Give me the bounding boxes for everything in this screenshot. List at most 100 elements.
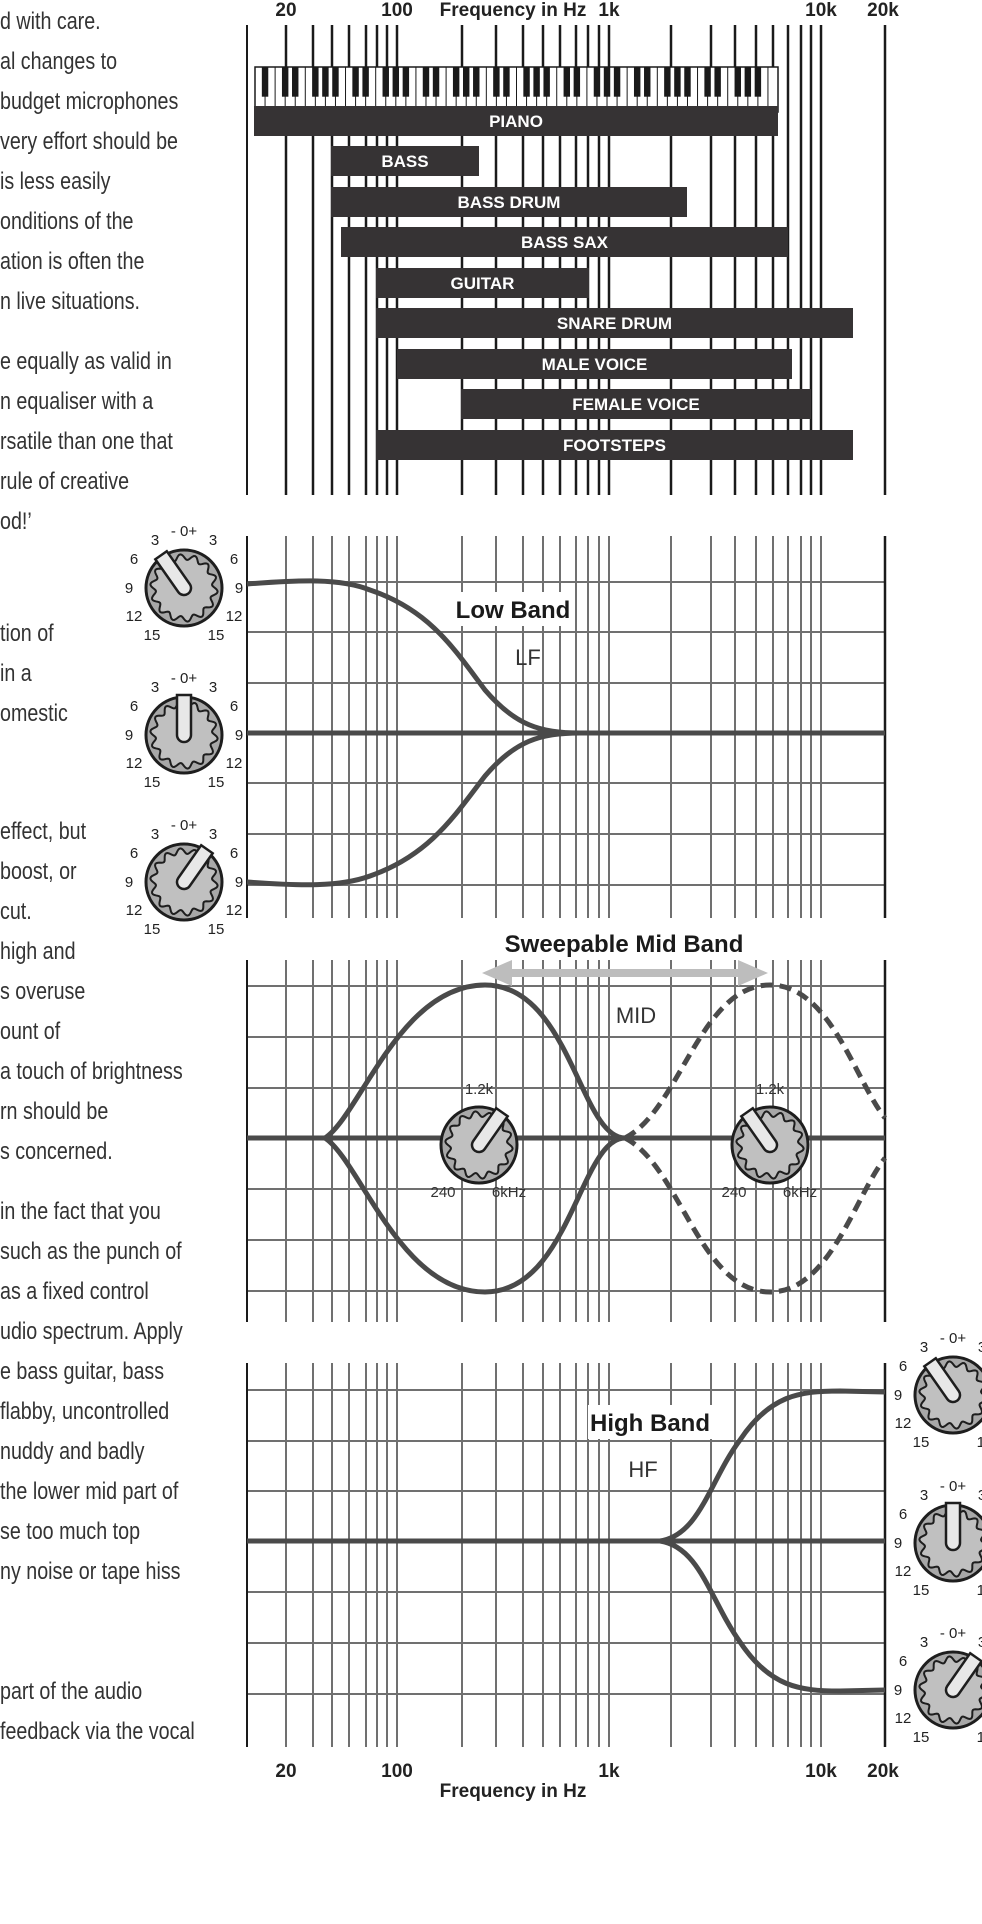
instrument-bar-label: FOOTSTEPS	[563, 436, 666, 455]
instrument-bar-label: BASS DRUM	[458, 193, 561, 212]
knob-scale-label: - 0+	[171, 817, 198, 834]
body-text-line: e bass guitar, bass	[0, 1358, 165, 1385]
knob-pointer	[153, 549, 193, 597]
knob-scale-label: 15	[977, 1729, 982, 1746]
instrument-bar: MALE VOICE	[397, 349, 792, 379]
knob-scale-label: 9	[125, 727, 133, 744]
knob-scale-label: 6	[130, 845, 138, 862]
knob-scale-label: - 0+	[171, 523, 198, 540]
knob-scale-label: 3	[920, 1339, 928, 1356]
body-text-line: budget microphones	[0, 88, 179, 115]
knob-scale-label: 12	[226, 608, 243, 625]
instrument-bar: SNARE DRUM	[376, 308, 853, 338]
body-text-line: the lower mid part of	[0, 1478, 179, 1505]
body-text-line: ount of	[0, 1018, 61, 1045]
knob-scale-label: 3	[209, 532, 217, 549]
axis-tick-label: 20k	[867, 0, 899, 21]
axis-tick-label: 10k	[805, 1761, 837, 1782]
knob-scale-label: 3	[151, 826, 159, 843]
knob-scale-label: 3	[978, 1487, 982, 1504]
body-text-line: onditions of the	[0, 208, 134, 235]
knob-scale-label: 15	[977, 1582, 982, 1599]
knob-pointer	[944, 1651, 982, 1699]
knob-scale-label: 3	[209, 679, 217, 696]
knob-scale-label: 9	[125, 874, 133, 891]
sweep-top-label: 1.2k	[465, 1081, 494, 1098]
knob-scale-label: 15	[913, 1729, 930, 1746]
axis-tick-label: 100	[381, 1761, 413, 1782]
instrument-bar: GUITAR	[376, 268, 589, 298]
piano-keyboard-graphic	[254, 66, 779, 113]
knob-scale-label: 6	[899, 1653, 907, 1670]
high-band-subtitle: HF	[628, 1457, 657, 1482]
body-text-line: al changes to	[0, 48, 118, 75]
low-band-curves	[246, 578, 885, 888]
knob-scale-label: 6	[230, 845, 238, 862]
instrument-bar: BASS DRUM	[331, 187, 687, 217]
knob-pointer	[944, 1501, 962, 1552]
axis-tick-label: 20	[275, 1761, 296, 1782]
body-text-line: ation is often the	[0, 248, 145, 275]
axis-tick-label: 1k	[598, 0, 620, 21]
knob-scale-label: 3	[920, 1487, 928, 1504]
eq-grid	[246, 1363, 887, 1747]
body-text-line: s overuse	[0, 978, 86, 1005]
instrument-bar: FEMALE VOICE	[461, 389, 811, 419]
knob-pointer	[470, 1106, 510, 1154]
knob-scale-label: 12	[226, 902, 243, 919]
knob-scale-label: 15	[144, 774, 161, 791]
instrument-bar: FOOTSTEPS	[376, 430, 853, 460]
knob-scale-label: - 0+	[171, 670, 198, 687]
body-text-line: part of the audio	[0, 1678, 143, 1705]
sweep-arrow-icon	[482, 960, 768, 986]
instrument-bar-label: FEMALE VOICE	[572, 395, 700, 414]
knob-scale-label: 12	[895, 1415, 912, 1432]
knob-scale-label: 6	[130, 551, 138, 568]
eq-grid	[246, 536, 887, 918]
body-text-line: se too much top	[0, 1518, 141, 1545]
knob-scale-label: 3	[151, 532, 159, 549]
mid-band-title: Sweepable Mid Band	[505, 931, 744, 958]
knob-scale-label: - 0+	[940, 1478, 967, 1495]
low-band-subtitle: LF	[515, 645, 541, 670]
body-text-line: a touch of brightness	[0, 1058, 183, 1085]
sweep-min-label: 240	[721, 1184, 746, 1201]
axis-title: Frequency in Hz	[440, 0, 587, 21]
body-text-line: cut.	[0, 898, 32, 925]
instrument-bar-label: MALE VOICE	[542, 355, 648, 374]
body-text-line: effect, but	[0, 818, 87, 845]
knob-scale-label: 9	[894, 1387, 902, 1404]
body-text-line: udio spectrum. Apply	[0, 1318, 183, 1345]
knob-scale-label: 12	[895, 1710, 912, 1727]
axis-tick-label: 100	[381, 0, 413, 21]
body-text-line: in the fact that you	[0, 1198, 161, 1225]
knob-scale-label: 12	[226, 755, 243, 772]
axis-tick-label: 10k	[805, 0, 837, 21]
body-text-line: rn should be	[0, 1098, 109, 1125]
instrument-bar: BASS SAX	[341, 227, 788, 257]
knob-scale-label: 9	[894, 1535, 902, 1552]
sweep-max-label: 6kHz	[783, 1184, 817, 1201]
low-band-title: Low Band	[456, 597, 571, 624]
knob-scale-label: 15	[208, 627, 225, 644]
knob-scale-label: 12	[126, 902, 143, 919]
body-text-line: as a fixed control	[0, 1278, 149, 1305]
knob-scale-label: 6	[899, 1506, 907, 1523]
sweep-max-label: 6kHz	[492, 1184, 526, 1201]
body-text-line: nuddy and badly	[0, 1438, 145, 1465]
body-text-line: ny noise or tape hiss	[0, 1558, 181, 1585]
